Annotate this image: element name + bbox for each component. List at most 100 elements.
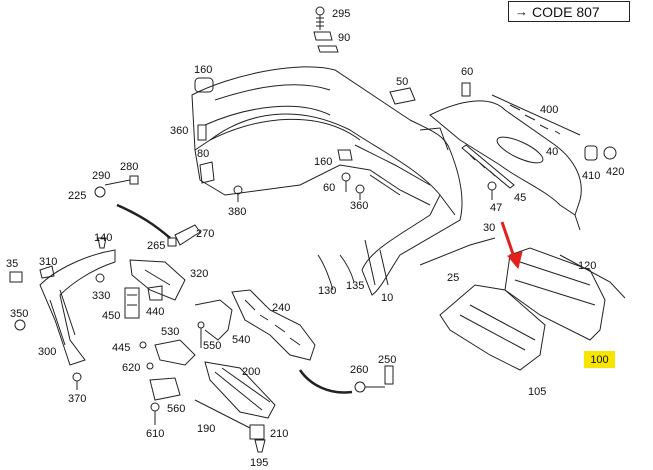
- part-number-210: 210: [270, 428, 289, 440]
- part-number-60a: 60: [461, 66, 474, 78]
- highlighted-part-label: 100: [584, 351, 615, 368]
- part-number-540: 540: [232, 334, 251, 346]
- part-number-120: 120: [578, 260, 597, 272]
- part-number-105: 105: [528, 386, 547, 398]
- part-number-30: 30: [483, 222, 496, 234]
- clip-icon-265: [167, 237, 177, 247]
- clip-icon-35: [9, 271, 23, 283]
- part-number-320: 320: [190, 268, 209, 280]
- part-number-240: 240: [272, 302, 291, 314]
- strip-135: [339, 254, 355, 283]
- part-number-440: 440: [146, 306, 165, 318]
- ring-icon-420: [603, 146, 617, 160]
- clip-icon-360: [197, 124, 207, 141]
- screw-icon-295: [315, 6, 325, 30]
- guide-bracket-320: [129, 259, 186, 301]
- strip-120: [559, 254, 626, 299]
- screw-icon-445: [139, 341, 147, 349]
- screw-icon-370: [72, 372, 82, 390]
- part-number-620: 620: [122, 362, 141, 374]
- code-box: → CODE 807: [508, 1, 630, 22]
- part-number-350: 350: [10, 308, 29, 320]
- bolt-icon-260: [354, 381, 385, 393]
- part-number-410: 410: [582, 170, 601, 182]
- impact-absorber-240: [231, 289, 316, 361]
- screw-icon-360b: [355, 184, 365, 200]
- sensor-icon-410: [584, 145, 598, 161]
- upper-trim-panel: [429, 94, 582, 231]
- clip-icon-330: [95, 273, 105, 283]
- part-number-610: 610: [146, 428, 165, 440]
- bolt-icon-250: [384, 365, 394, 385]
- clip-icon-90: [313, 31, 339, 53]
- bolt-icon-550: [197, 321, 205, 348]
- hose-line: [116, 203, 171, 239]
- clip-icon-60: [461, 82, 471, 97]
- part-number-200: 200: [242, 366, 261, 378]
- part-number-530: 530: [161, 326, 180, 338]
- part-number-360a: 360: [170, 125, 189, 137]
- part-number-300: 300: [38, 346, 57, 358]
- part-number-295: 295: [332, 8, 351, 20]
- washer-icon-290: [94, 186, 106, 198]
- part-number-45: 45: [514, 192, 527, 204]
- lower-diffuser-105: [439, 284, 546, 371]
- cable-curve: [298, 369, 353, 394]
- part-number-35: 35: [6, 258, 19, 270]
- part-number-40: 40: [546, 146, 559, 158]
- part-number-265: 265: [147, 240, 166, 252]
- code-label: CODE 807: [532, 3, 600, 20]
- red-indicator-arrow: [500, 221, 523, 270]
- mount-bracket-270: [174, 224, 201, 246]
- bracket-540: [194, 299, 233, 341]
- part-number-160b: 160: [314, 156, 333, 168]
- part-number-370: 370: [68, 393, 87, 405]
- part-number-195: 195: [250, 457, 269, 469]
- bolt-icon-280: [104, 175, 139, 186]
- part-number-310: 310: [39, 256, 58, 268]
- part-number-380: 380: [228, 206, 247, 218]
- part-number-135: 135: [346, 280, 365, 292]
- part-number-25: 25: [447, 272, 460, 284]
- rear-diffuser-100: [504, 247, 606, 341]
- part-number-160a: 160: [194, 64, 213, 76]
- nut-icon-350: [14, 319, 26, 331]
- part-number-225: 225: [68, 190, 87, 202]
- part-number-80: 80: [197, 148, 210, 160]
- plug-icon-160b: [337, 149, 353, 161]
- screw-icon-380: [233, 185, 243, 202]
- part-number-290: 290: [92, 170, 111, 182]
- part-number-250: 250: [378, 354, 397, 366]
- part-number-420: 420: [606, 166, 625, 178]
- part-number-360b: 360: [350, 200, 369, 212]
- clip-icon-160: [194, 77, 214, 93]
- bracket-icon-50: [389, 87, 416, 105]
- side-bracket-300: [39, 249, 116, 366]
- holder-bracket-530: [154, 339, 196, 366]
- part-number-140: 140: [94, 232, 113, 244]
- cap-icon-195: [254, 439, 266, 453]
- housing-icon-560: [149, 377, 181, 401]
- part-number-10: 10: [381, 292, 394, 304]
- part-number-270: 270: [196, 228, 215, 240]
- clip-icon-60b: [341, 172, 351, 192]
- lower-trim-200: [204, 361, 276, 419]
- part-number-47: 47: [490, 202, 503, 214]
- part-number-445: 445: [112, 342, 131, 354]
- part-number-400: 400: [540, 104, 559, 116]
- part-number-280: 280: [120, 161, 139, 173]
- arrow-right-icon: →: [515, 4, 528, 19]
- part-number-130: 130: [318, 285, 337, 297]
- part-number-550: 550: [203, 340, 222, 352]
- part-number-560: 560: [167, 403, 186, 415]
- strip-130: [317, 254, 334, 291]
- strip-25: [419, 237, 496, 266]
- clip-icon-620: [146, 362, 154, 370]
- part-number-50: 50: [396, 76, 409, 88]
- clip-icon-310: [39, 265, 55, 279]
- clip-icon-140: [97, 237, 107, 249]
- bracket-icon-80: [199, 161, 215, 184]
- part-number-330: 330: [92, 290, 111, 302]
